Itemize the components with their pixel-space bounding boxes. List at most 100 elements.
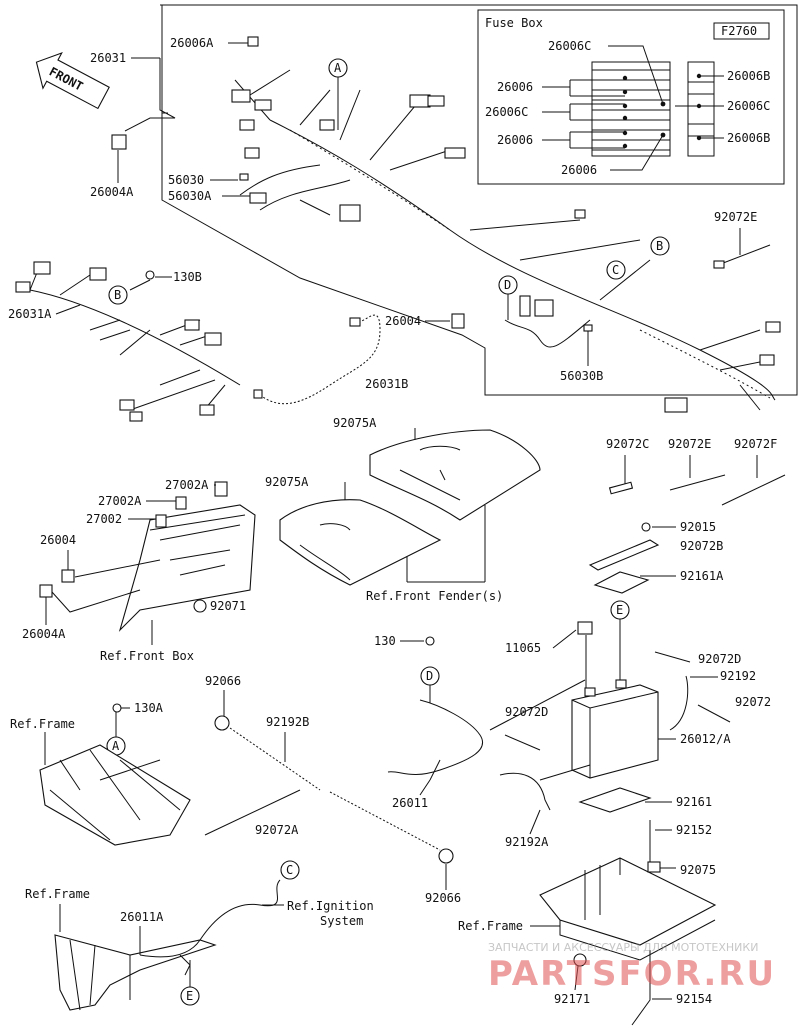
svg-text:B: B bbox=[114, 288, 121, 302]
label-92192b: 92192B bbox=[266, 715, 309, 729]
callout-c-right: C bbox=[606, 260, 626, 280]
label-92066-top: 92066 bbox=[205, 674, 241, 688]
label-56030b: 56030B bbox=[560, 369, 603, 383]
connector-26004 bbox=[451, 313, 465, 329]
callout-e-frame: E bbox=[180, 960, 200, 1006]
label-92152: 92152 bbox=[676, 823, 712, 837]
callout-d-cable: D bbox=[420, 666, 440, 703]
label-26004-left: 26004 bbox=[40, 533, 76, 547]
label-ref-frame-battery: Ref.Frame bbox=[458, 919, 523, 933]
connector-26004a bbox=[111, 134, 127, 150]
fuse-box-labels: 26006C 26006 26006C 26006 26006 26006B 2… bbox=[485, 39, 770, 177]
label-ignition-system: System bbox=[320, 914, 363, 928]
label-26004-top: 26004 bbox=[385, 314, 421, 328]
label-92075a-1: 92075A bbox=[333, 416, 377, 430]
label-26012a: 26012/A bbox=[680, 732, 731, 746]
sub-harness-26031a bbox=[15, 261, 241, 422]
tie-92072a bbox=[204, 789, 301, 836]
label-130: 130 bbox=[374, 634, 396, 648]
svg-text:E: E bbox=[616, 603, 623, 617]
label-92072e-top: 92072E bbox=[714, 210, 757, 224]
label-92072a: 92072A bbox=[255, 823, 299, 837]
callout-c-ignition: C bbox=[280, 860, 300, 880]
label-27002: 27002 bbox=[86, 512, 122, 526]
callout-a-top: A bbox=[328, 58, 348, 130]
svg-text:26006B: 26006B bbox=[727, 69, 770, 83]
label-92192a: 92192A bbox=[505, 835, 549, 849]
svg-text:A: A bbox=[112, 739, 120, 753]
label-92072c: 92072C bbox=[606, 437, 649, 451]
label-92161a: 92161A bbox=[680, 569, 724, 583]
fuse-box-panel bbox=[477, 9, 785, 185]
svg-text:26006: 26006 bbox=[497, 133, 533, 147]
svg-text:C: C bbox=[612, 263, 619, 277]
label-ref-frame-ign: Ref.Frame bbox=[25, 887, 90, 901]
svg-text:B: B bbox=[656, 239, 663, 253]
label-92072d-2: 92072D bbox=[505, 705, 548, 719]
callout-e-battery: E bbox=[610, 600, 630, 680]
label-26011: 26011 bbox=[392, 796, 428, 810]
svg-text:26006C: 26006C bbox=[485, 105, 528, 119]
label-ref-frame-a: Ref.Frame bbox=[10, 717, 75, 731]
label-27002a-2: 27002A bbox=[98, 494, 142, 508]
watermark-top: ЗАПЧАСТИ И АКСЕССУАРЫ ДЛЯ МОТОТЕХНИКИ bbox=[488, 941, 758, 954]
label-92072e-mid: 92072E bbox=[668, 437, 711, 451]
svg-text:C: C bbox=[286, 863, 293, 877]
label-92072b: 92072B bbox=[680, 539, 723, 553]
cable-92192a bbox=[499, 772, 551, 811]
label-26011a: 26011A bbox=[120, 910, 164, 924]
label-92075: 92075 bbox=[680, 863, 716, 877]
svg-text:D: D bbox=[504, 278, 511, 292]
label-92072: 92072 bbox=[735, 695, 771, 709]
svg-text:26006A: 26006A bbox=[170, 36, 214, 50]
svg-text:26004A: 26004A bbox=[90, 185, 134, 199]
label-92015: 92015 bbox=[680, 520, 716, 534]
harness-labels: 26031 26006A 26004A 56030 56030A bbox=[90, 36, 250, 203]
fuse-box-drawing bbox=[542, 45, 724, 171]
label-26031b: 26031B bbox=[365, 377, 408, 391]
label-92192: 92192 bbox=[720, 669, 756, 683]
svg-text:56030A: 56030A bbox=[168, 189, 212, 203]
front-box bbox=[118, 481, 256, 632]
watermark: ЗАПЧАСТИ И АКСЕССУАРЫ ДЛЯ МОТОТЕХНИКИ PA… bbox=[488, 941, 776, 994]
label-92075a-2: 92075A bbox=[265, 475, 309, 489]
label-92154: 92154 bbox=[676, 992, 712, 1006]
label-92072d-1: 92072D bbox=[698, 652, 741, 666]
battery bbox=[571, 621, 659, 779]
fuse-box-title: Fuse Box bbox=[485, 16, 543, 30]
svg-text:26006B: 26006B bbox=[727, 131, 770, 145]
label-11065: 11065 bbox=[505, 641, 541, 655]
label-130a: 130A bbox=[134, 701, 164, 715]
harness-outline bbox=[160, 4, 798, 396]
front-fenders bbox=[279, 428, 541, 586]
label-26004a-left: 26004A bbox=[22, 627, 66, 641]
diagram-code: F2760 bbox=[721, 24, 757, 38]
callout-markers: A B C D B E D A C E bbox=[106, 58, 670, 1006]
battery-tray bbox=[539, 857, 717, 967]
label-26031a: 26031A bbox=[8, 307, 52, 321]
svg-text:D: D bbox=[426, 669, 433, 683]
frame-left-ignition bbox=[54, 879, 281, 1011]
main-wiring-harness bbox=[231, 36, 781, 413]
label-ref-ignition: Ref.Ignition bbox=[287, 899, 374, 913]
label-92071: 92071 bbox=[210, 599, 246, 613]
cable-26011 bbox=[387, 699, 483, 781]
callout-b-right: B bbox=[650, 236, 670, 256]
svg-text:26006: 26006 bbox=[497, 80, 533, 94]
svg-text:E: E bbox=[186, 989, 193, 1003]
label-27002a-1: 27002A bbox=[165, 478, 209, 492]
callout-b-left: B bbox=[108, 285, 128, 305]
tube-92192b bbox=[214, 715, 454, 864]
code-box bbox=[713, 22, 770, 40]
watermark-brand: PARTSFOR.RU bbox=[488, 954, 776, 994]
label-92066-bottom: 92066 bbox=[425, 891, 461, 905]
label-92072f: 92072F bbox=[734, 437, 777, 451]
frame-left-a bbox=[39, 744, 191, 846]
label-ref-front-fenders: Ref.Front Fender(s) bbox=[366, 589, 503, 603]
svg-text:26006: 26006 bbox=[561, 163, 597, 177]
svg-text:56030: 56030 bbox=[168, 173, 204, 187]
svg-text:26006C: 26006C bbox=[727, 99, 770, 113]
svg-text:26006C: 26006C bbox=[548, 39, 591, 53]
